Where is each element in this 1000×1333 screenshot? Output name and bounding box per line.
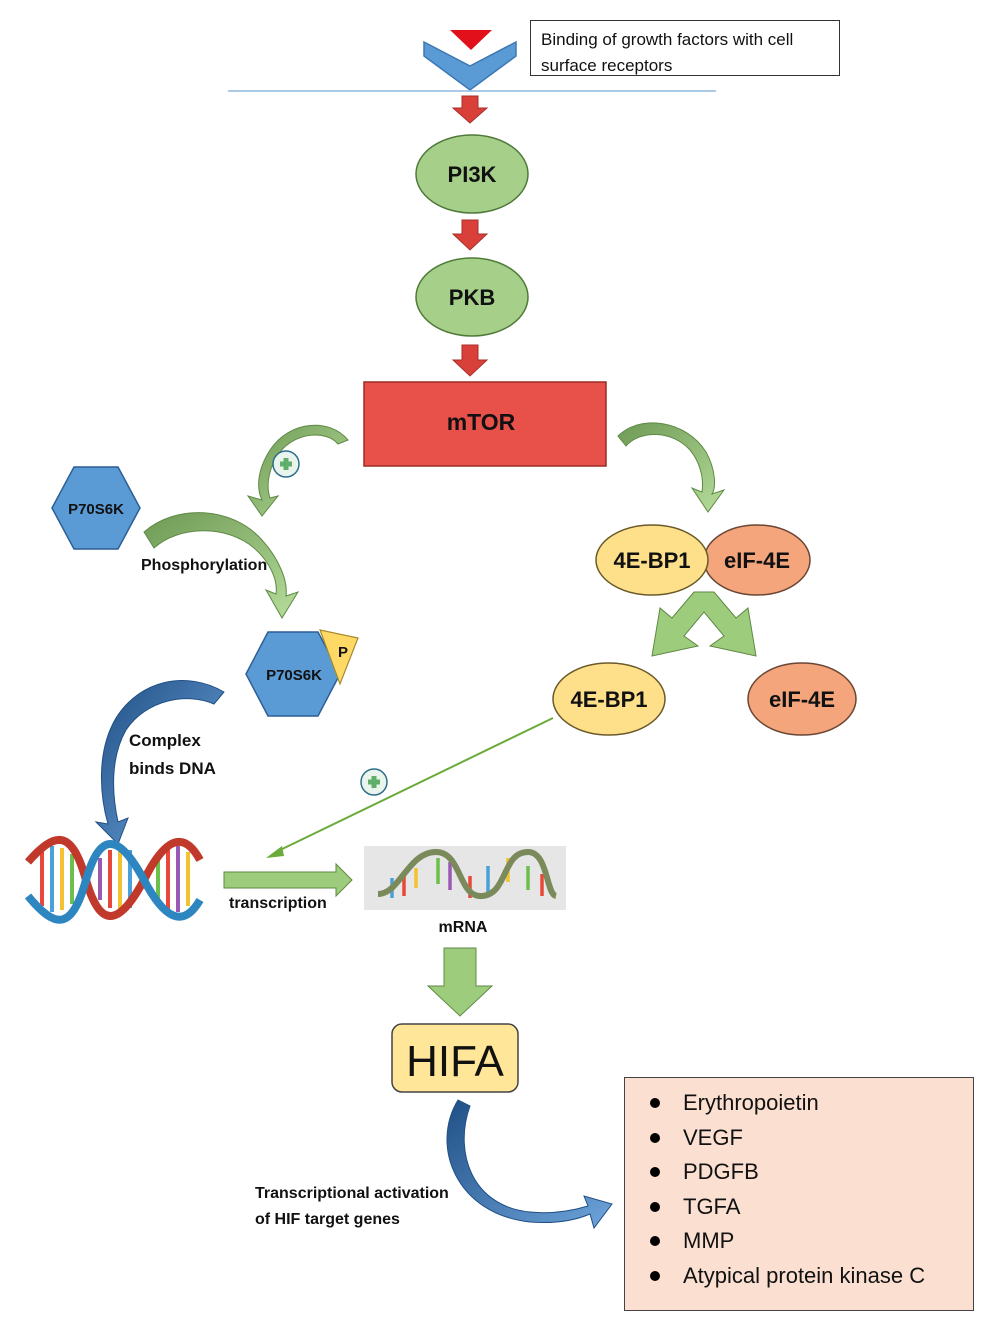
4ebp1-promotes-arrow bbox=[266, 717, 554, 858]
p70s6k-label: P70S6K bbox=[68, 501, 124, 518]
phosphorylation-arrow bbox=[143, 512, 300, 619]
pkb-node bbox=[415, 257, 529, 337]
target-gene-label: VEGF bbox=[683, 1124, 743, 1150]
hif-target-genes-box: Erythropoietin VEGF PDGFB TGFA MMP Atypi… bbox=[624, 1077, 974, 1311]
hif-activation-arrow bbox=[446, 1099, 613, 1230]
mrna-strand-icon bbox=[364, 846, 566, 910]
target-gene-label: PDGFB bbox=[683, 1159, 759, 1184]
target-gene-item: PDGFB bbox=[650, 1155, 963, 1190]
hif-activation-label-line2: of HIF target genes bbox=[255, 1211, 400, 1228]
growth-factor-binding-note: Binding of growth factors with cell surf… bbox=[530, 20, 840, 76]
bullet-icon bbox=[650, 1270, 660, 1281]
phosphorylation-label: Phosphorylation bbox=[141, 557, 267, 574]
bullet-icon bbox=[650, 1098, 660, 1108]
pi3k-node bbox=[415, 134, 529, 214]
hif-activation-label-line1: Transcriptional activation bbox=[255, 1185, 449, 1202]
bullet-icon bbox=[650, 1132, 660, 1143]
target-gene-label: MMP bbox=[683, 1228, 735, 1253]
plus-icon bbox=[360, 768, 388, 796]
free-4ebp1-node bbox=[552, 662, 666, 736]
plus-icon bbox=[272, 450, 300, 478]
hif-target-genes-list: Erythropoietin VEGF PDGFB TGFA MMP Atypi… bbox=[635, 1086, 963, 1293]
bullet-icon bbox=[650, 1167, 660, 1177]
red-arrow-pkb-mtor bbox=[451, 344, 489, 377]
phosphate-label: P bbox=[338, 644, 348, 661]
red-arrow-receptor-pi3k bbox=[451, 95, 489, 124]
target-gene-item: TGFA bbox=[650, 1190, 963, 1225]
target-gene-item: MMP bbox=[650, 1224, 963, 1259]
p70s6k-phosphorylated-label: P70S6K bbox=[266, 667, 322, 684]
phosphate-badge bbox=[319, 629, 359, 686]
bullet-icon bbox=[650, 1201, 660, 1212]
complex-eif4e-label: eIF-4E bbox=[724, 548, 790, 573]
growth-factor-binding-text: Binding of growth factors with cell surf… bbox=[541, 30, 794, 75]
free-eif4e-node bbox=[747, 662, 857, 736]
receptor-shape bbox=[423, 40, 517, 91]
growth-factor-ligand bbox=[450, 30, 492, 50]
pkb-label: PKB bbox=[449, 285, 495, 310]
mrna-to-hifa-arrow bbox=[426, 947, 494, 1017]
complex-4ebp1-label: 4E-BP1 bbox=[613, 548, 690, 573]
transcription-arrow bbox=[223, 862, 353, 898]
free-eif4e-label: eIF-4E bbox=[769, 687, 835, 712]
free-4ebp1-label: 4E-BP1 bbox=[570, 687, 647, 712]
target-gene-label: Erythropoietin bbox=[683, 1090, 819, 1115]
mtor-node bbox=[363, 381, 607, 467]
complex-4ebp1-node bbox=[595, 524, 709, 596]
dissociation-split-arrow bbox=[651, 591, 757, 657]
dna-helix-icon bbox=[24, 835, 204, 924]
mrna-label: mRNA bbox=[439, 919, 488, 936]
p70s6k-node bbox=[51, 466, 141, 550]
complex-binds-dna-arrow bbox=[94, 680, 225, 845]
target-gene-item: VEGF bbox=[650, 1121, 963, 1156]
mtor-label: mTOR bbox=[447, 409, 516, 435]
red-arrow-pi3k-pkb bbox=[451, 219, 489, 251]
target-gene-label: Atypical protein kinase C bbox=[683, 1262, 926, 1288]
hifa-node bbox=[391, 1023, 519, 1093]
complex-binds-dna-label-line1: Complex bbox=[129, 731, 201, 750]
bullet-icon bbox=[650, 1236, 660, 1246]
target-gene-label: TGFA bbox=[683, 1193, 741, 1219]
hifa-label: HIFA bbox=[406, 1037, 504, 1086]
complex-binds-dna-label-line2: binds DNA bbox=[129, 759, 216, 778]
mtor-to-p70s6k-arrow bbox=[246, 424, 349, 517]
target-gene-item: Erythropoietin bbox=[650, 1086, 963, 1121]
pi3k-label: PI3K bbox=[448, 162, 497, 187]
target-gene-item: Atypical protein kinase C bbox=[650, 1259, 963, 1294]
mtor-to-4ebp1-arrow bbox=[617, 422, 726, 513]
growth-factor-receptor bbox=[423, 30, 517, 91]
transcription-label: transcription bbox=[229, 895, 327, 912]
